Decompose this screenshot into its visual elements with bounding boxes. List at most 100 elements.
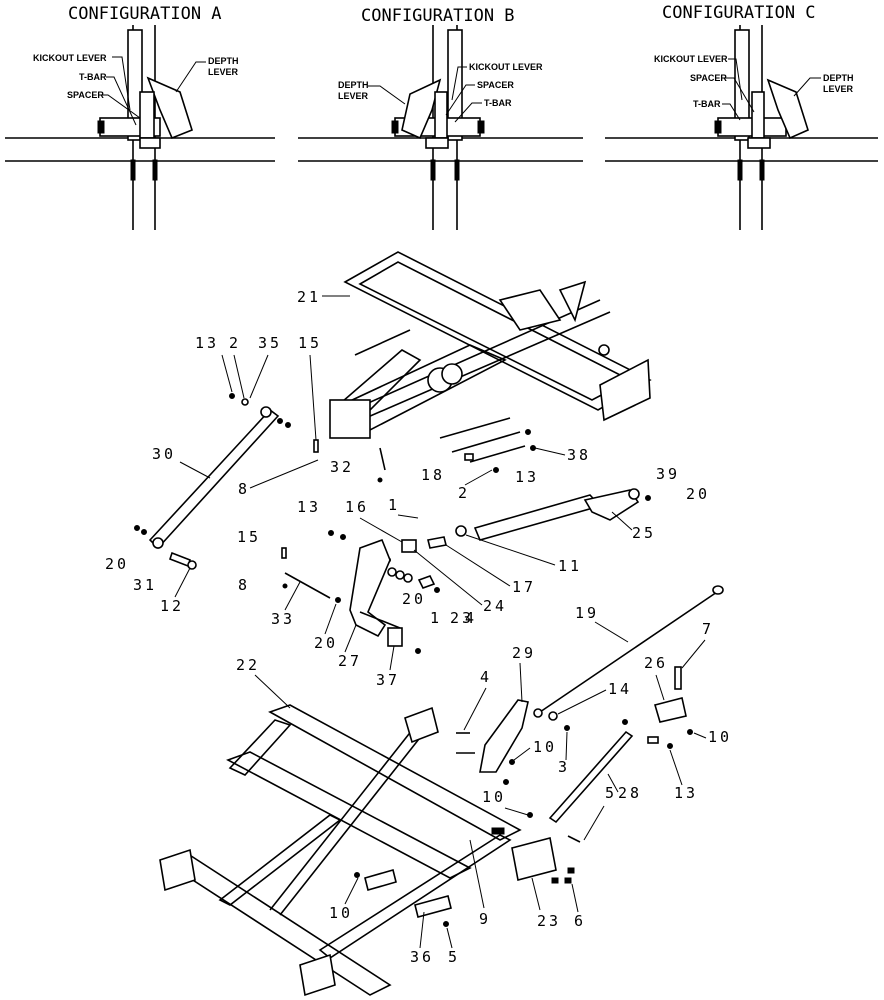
depth-lever-label-line1: DEPTH [338,80,369,90]
nut-13 [493,467,499,473]
configuration-c-title: CONFIGURATION C [662,3,816,23]
nut-6 [551,877,559,884]
rod-28 [548,730,634,824]
nut [415,648,421,654]
spacer-label: SPACER [690,73,727,83]
leader-line [722,103,741,121]
leader-line [397,514,419,519]
t-bar-label: T-BAR [693,99,721,109]
callout-32: 32 [330,458,354,476]
lower-frame-bracket [404,706,439,744]
shank-mark [130,159,136,181]
upper-frame-rail [337,311,611,431]
nut-13 [328,530,334,536]
bolt-head [714,120,722,134]
leader-line [504,807,529,816]
depth-lever-label-line2: LEVER [823,84,854,94]
callout-13: 13 [195,334,219,352]
spring [441,363,463,385]
leader-line [175,61,206,93]
bracket-26 [653,697,687,723]
callout-7: 7 [702,620,714,638]
pin-8 [377,477,383,483]
pivot-block [425,137,449,149]
lower-frame-rail [226,751,472,879]
nut [530,445,536,451]
callout-1: 1 [388,496,400,514]
bolt-5 [567,835,581,843]
spacer [751,91,765,139]
leader-line [557,689,607,715]
t-bar-label: T-BAR [484,98,512,108]
washer-20 [403,573,413,583]
bracket-16 [401,539,417,553]
depth-lever [146,76,193,140]
bracket-9 [491,827,505,835]
callout-2: 2 [229,334,241,352]
pin-15 [281,547,287,559]
callout-22: 22 [236,656,260,674]
configuration-b: CONFIGURATION B KICKOUT LEVER SPACER T-B… [298,6,583,230]
leader-line [693,732,707,739]
configuration-b-title: CONFIGURATION B [361,6,515,26]
cable-19 [539,589,721,713]
leader-line [469,839,485,909]
bolt-38 [469,445,526,463]
leader-line [607,773,619,793]
leader-line [112,56,131,111]
handle [558,280,587,323]
bolt-head [97,120,105,134]
leader-line [465,534,556,566]
nut-10 [687,729,693,735]
pin-36 [414,895,452,918]
arm-25-end [583,489,640,521]
callout-20: 20 [686,485,710,503]
callout-13: 13 [515,468,539,486]
callout-15: 15 [298,334,322,352]
nut [340,534,346,540]
nut-10 [503,779,509,785]
leader-line [681,639,706,669]
lower-frame-assembly [159,704,522,997]
configuration-a: CONFIGURATION A KICKOUT LEVER T-BAR SPAC… [5,4,275,230]
bolt [598,344,610,356]
leader-line [100,94,141,119]
callout-5: 5 [448,948,460,966]
leader-line [513,747,531,761]
callout-18: 18 [421,466,445,484]
leader-line [594,621,629,643]
nut [141,529,147,535]
bracket-29 [479,699,529,773]
callout-10: 10 [533,738,557,756]
callout-23: 23 [450,609,474,627]
pivot-block [139,137,161,149]
leader-line [419,911,425,949]
leader-line [454,102,482,123]
configuration-a-title: CONFIGURATION A [68,4,222,24]
leader-line [451,66,467,101]
leader-line [611,511,633,531]
depth-lever-label-line2: LEVER [208,67,239,77]
leader-line [655,674,665,701]
nut [434,587,440,593]
pin-10 [364,869,397,891]
nut [285,422,291,428]
cable-eye [712,585,724,595]
lower-frame-cross [228,719,292,776]
leader-line [344,624,357,653]
callout-2: 2 [458,484,470,502]
shank-mark [454,159,460,181]
callout-26: 26 [644,654,668,672]
pin-15 [313,439,319,453]
callout-10: 10 [482,788,506,806]
shank-mark [737,159,743,181]
leader-line [249,354,269,399]
callout-3: 3 [558,758,570,776]
leader-line [233,354,245,399]
nut-20 [335,597,341,603]
callout-19: 19 [575,604,599,622]
cable-eye [533,708,543,718]
pin-8 [282,583,288,589]
leader-line [179,461,211,479]
leader-line [389,645,395,671]
